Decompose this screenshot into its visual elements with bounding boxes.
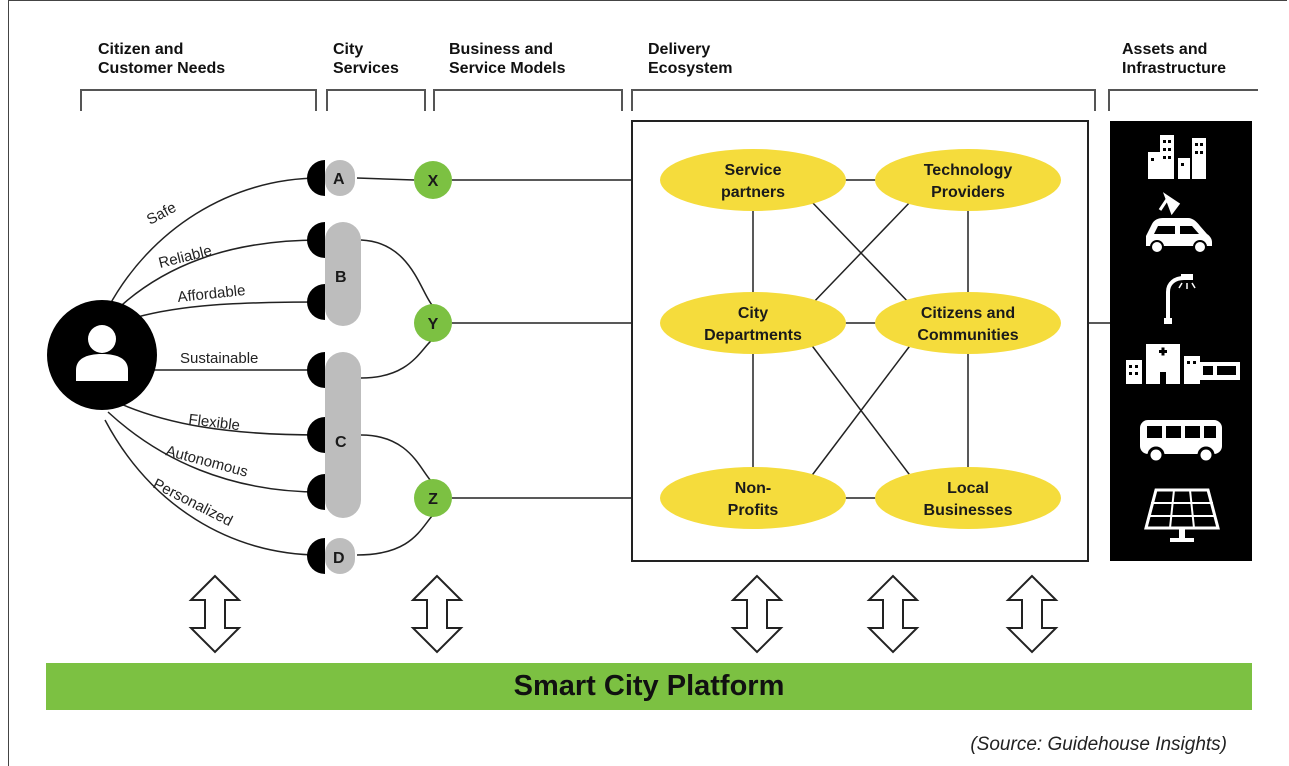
street-light-icon: [1164, 274, 1196, 324]
ellipse-citizens-communities: [875, 292, 1061, 354]
half-circle-c3: [307, 474, 325, 510]
citizen-head: [88, 325, 116, 353]
platform-label: Smart City Platform: [513, 670, 785, 702]
solar-panel-icon: [1144, 488, 1220, 542]
half-circle-c2: [307, 417, 325, 453]
buildings-icon: [1148, 135, 1206, 179]
eco-citizens-communities-2: Communities: [917, 327, 1018, 344]
double-arrow-icon: [188, 574, 242, 654]
half-circle-b2: [307, 284, 325, 320]
figure-frame: [8, 0, 1287, 766]
smart-city-platform-bar: Smart City Platform: [46, 663, 1252, 710]
eco-city-departments-2: Departments: [704, 327, 802, 344]
eco-technology-providers-2: Providers: [931, 184, 1005, 201]
bus-icon: [1140, 420, 1222, 464]
model-circle-y: [414, 304, 452, 342]
bracket-business-models: [433, 89, 623, 111]
hospital-icon: [1126, 344, 1240, 384]
double-arrow-icon: [866, 574, 920, 654]
need-label-affordable: Affordable: [177, 282, 247, 306]
model-circle-z: [414, 479, 452, 517]
double-arrow-icon: [730, 574, 784, 654]
ellipse-technology-providers: [875, 149, 1061, 211]
service-label-d: D: [333, 550, 345, 567]
service-pill-a: [325, 160, 355, 196]
half-circle-d: [307, 538, 325, 574]
service-label-a: A: [333, 171, 345, 188]
eco-technology-providers-1: Technology: [924, 162, 1013, 179]
need-label-flexible: Flexible: [188, 411, 241, 434]
service-model-connectors: [356, 177, 433, 556]
ellipse-non-profits: [660, 467, 846, 529]
need-label-sustainable: Sustainable: [180, 350, 258, 367]
service-pill-c: [325, 352, 361, 518]
header-delivery-ecosystem: Delivery Ecosystem: [648, 41, 733, 77]
ellipse-local-businesses: [875, 467, 1061, 529]
header-citizen-needs: Citizen and Customer Needs: [98, 41, 226, 77]
eco-local-businesses-2: Businesses: [924, 502, 1013, 519]
eco-service-partners-1: Service: [725, 162, 782, 179]
need-label-reliable: Reliable: [157, 242, 214, 272]
half-circle-c1: [307, 352, 325, 388]
ecosystem-ellipses: [660, 149, 1061, 529]
ellipse-city-departments: [660, 292, 846, 354]
service-label-b: B: [335, 269, 347, 286]
bracket-city-services: [326, 89, 426, 111]
source-caption: (Source: Guidehouse Insights): [970, 734, 1227, 755]
model-circle-x: [414, 161, 452, 199]
model-ecosystem-connectors: [452, 179, 1110, 499]
assets-panel: [1110, 121, 1252, 561]
eco-city-departments-1: City: [738, 305, 768, 322]
service-pill-d: [325, 538, 355, 574]
model-label-z: Z: [428, 491, 438, 508]
model-label-y: Y: [428, 316, 439, 333]
eco-non-profits-1: Non-: [735, 480, 771, 497]
header-business-models: Business and Service Models: [449, 41, 566, 77]
model-label-x: X: [428, 173, 439, 190]
half-circle-a: [307, 160, 325, 196]
service-pill-b: [325, 222, 361, 326]
header-city-services: City Services: [333, 41, 399, 77]
bracket-assets: [1108, 89, 1258, 111]
ellipse-service-partners: [660, 149, 846, 211]
need-label-personalized: Personalized: [150, 475, 235, 530]
eco-local-businesses-1: Local: [947, 480, 989, 497]
bracket-citizen-needs: [80, 89, 317, 111]
electric-car-icon: [1146, 192, 1212, 254]
eco-citizens-communities-1: Citizens and: [921, 305, 1015, 322]
eco-non-profits-2: Profits: [728, 502, 779, 519]
service-label-c: C: [335, 434, 347, 451]
eco-service-partners-2: partners: [721, 184, 785, 201]
double-arrow-icon: [410, 574, 464, 654]
bracket-delivery: [631, 89, 1096, 111]
double-arrow-icon: [1005, 574, 1059, 654]
platform-arrows: [188, 574, 1059, 654]
citizen-body: [76, 354, 128, 381]
header-assets: Assets and Infrastructure: [1122, 41, 1227, 77]
need-label-autonomous: Autonomous: [164, 442, 250, 480]
service-half-circles: [307, 160, 325, 574]
need-label-safe: Safe: [144, 199, 179, 228]
half-circle-b1: [307, 222, 325, 258]
